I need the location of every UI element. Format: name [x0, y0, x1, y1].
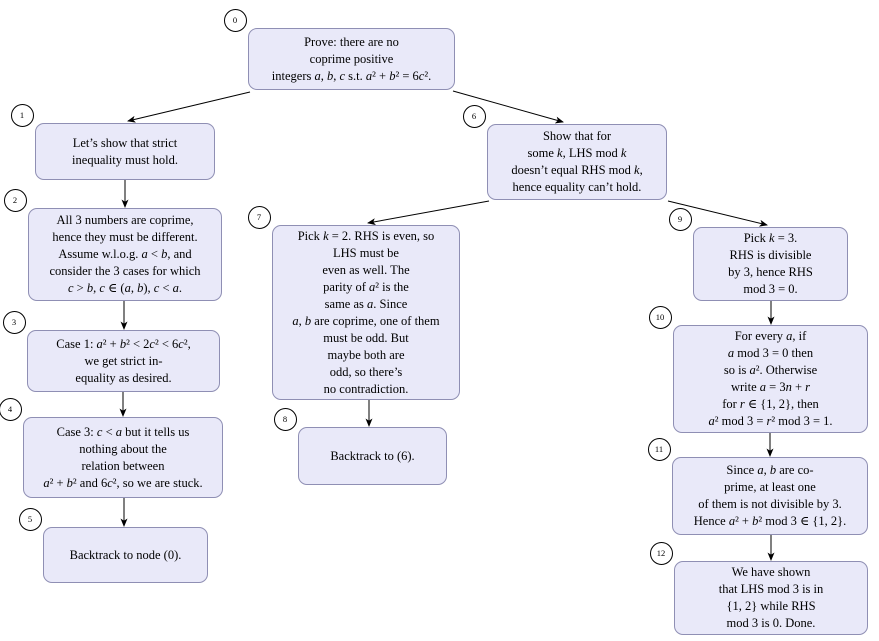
node-11-text-line: Hence a² + b² mod 3 ∈ {1, 2}. [693, 514, 847, 528]
node-7-text-line: LHS must be [333, 245, 399, 260]
node-badge-0: 0 [223, 8, 247, 32]
node-8-text-line: Backtrack to (6). [330, 448, 415, 463]
node-4-text-line: relation between [81, 458, 165, 473]
tree-node-4: Case 3: c < a but it tells us nothing abo… [23, 417, 223, 498]
tree-node-9: Pick k = 3. RHS is divisible by 3, hence R… [693, 227, 848, 301]
node-10-text-line: a mod 3 = 0 then [727, 346, 814, 360]
node-12-text-line: mod 3 is 0. Done. [726, 616, 816, 630]
node-7-text-line: maybe both are [327, 347, 405, 362]
tree-node-5: Backtrack to node (0). [43, 527, 208, 583]
node-6-text-line: Show that for [542, 129, 612, 143]
node-badge-10: 10 [648, 305, 672, 329]
node-badge-8: 8 [273, 407, 297, 431]
node-badge-11: 11 [647, 437, 671, 461]
tree-node-11: Since a, b are co-prime, at least one of … [672, 457, 868, 535]
node-5-text-line: Backtrack to node (0). [69, 547, 182, 562]
node-badge-2: 2 [3, 188, 27, 212]
node-9-text-line: RHS is divisible [729, 248, 812, 262]
node-10-text-line: for r ∈ {1, 2}, then [722, 397, 819, 411]
node-2-text-line: All 3 numbers are coprime, [56, 213, 194, 227]
node-badge-12: 12 [649, 541, 673, 565]
tree-node-10: For every a, if a mod 3 = 0 then so is a².… [673, 325, 868, 433]
node-12-text-line: We have shown [731, 565, 811, 579]
node-3-text-line: equality as desired. [75, 370, 172, 385]
node-10-text-line: a² mod 3 = r² mod 3 = 1. [708, 414, 833, 428]
edge-6-7 [367, 200, 490, 226]
node-7-text-line: same as a. Since [324, 296, 408, 311]
node-10-text-line: For every a, if [734, 329, 807, 343]
node-0-text-line: coprime positive [309, 51, 394, 66]
node-4-text-line: Case 3: c < a but it tells us [56, 424, 190, 439]
tree-node-0: Prove: there are no coprime positive integ… [248, 28, 455, 90]
edge-0-1 [127, 91, 251, 123]
node-2-text-line: hence they must be different. [52, 230, 198, 244]
node-12-text-line: that LHS mod 3 is in [718, 582, 824, 596]
tree-node-3: Case 1: a² + b² < 2c² < 6c², we get stric… [27, 330, 220, 392]
node-7-text-line: a, b are coprime, one of them [292, 313, 440, 328]
node-6-text-line: some k, LHS mod k [527, 146, 627, 160]
node-badge-3: 3 [2, 310, 26, 334]
tree-node-12: We have shown that LHS mod 3 is in {1, 2} … [674, 561, 868, 635]
tree-node-7: Pick k = 2. RHS is even, so LHS must be ev… [272, 225, 460, 400]
node-3-text-line: we get strict in- [84, 353, 163, 368]
node-2-text-line: Assume w.l.o.g. a < b, and [58, 247, 192, 261]
node-7-text-line: parity of a² is the [323, 279, 409, 294]
tree-node-6: Show that for some k, LHS mod k doesn’t eq… [487, 124, 667, 200]
node-9-text-line: by 3, hence RHS [728, 265, 813, 279]
node-7-text-line: even as well. The [322, 262, 410, 277]
node-1-text-line: Let’s show that strict [72, 135, 178, 150]
node-0-text-line: integers a, b, c s.t. a² + b² = 6c². [271, 68, 432, 83]
node-11-text-line: Since a, b are co- [726, 463, 814, 477]
tree-node-8: Backtrack to (6). [298, 427, 447, 485]
node-4-text-line: a² + b² and 6c², so we are stuck. [43, 475, 203, 490]
node-badge-9: 9 [668, 207, 692, 231]
node-7-text-line: Pick k = 2. RHS is even, so [297, 228, 435, 243]
node-11-text-line: of them is not divisible by 3. [698, 497, 842, 511]
node-badge-4: 4 [0, 397, 22, 421]
node-9-text-line: Pick k = 3. [743, 231, 798, 245]
node-badge-7: 7 [247, 205, 271, 229]
node-badge-5: 5 [18, 507, 42, 531]
node-12-text-line: {1, 2} while RHS [726, 599, 816, 613]
tree-node-1: Let’s show that strict inequality must ho… [35, 123, 215, 180]
node-7-text-line: must be odd. But [323, 330, 409, 345]
node-3-text-line: Case 1: a² + b² < 2c² < 6c², [56, 336, 191, 351]
node-11-text-line: prime, at least one [724, 480, 816, 494]
node-7-text-line: odd, so there’s [329, 364, 403, 379]
node-badge-1: 1 [10, 103, 34, 127]
node-1-text-line: inequality must hold. [72, 152, 178, 167]
node-2-text-line: consider the 3 cases for which [49, 264, 201, 278]
node-badge-6: 6 [462, 104, 486, 128]
tree-node-2: All 3 numbers are coprime, hence they mus… [28, 208, 222, 301]
node-2-text-line: c > b, c ∈ (a, b), c < a. [67, 281, 183, 295]
node-0-text-line: Prove: there are no [304, 34, 399, 49]
node-6-text-line: doesn’t equal RHS mod k, [511, 163, 643, 177]
node-6-text-line: hence equality can’t hold. [512, 180, 642, 194]
node-7-text-line: no contradiction. [323, 381, 409, 396]
node-4-text-line: nothing about the [79, 441, 167, 456]
node-10-text-line: so is a². Otherwise [723, 363, 818, 377]
node-10-text-line: write a = 3n + r [730, 380, 811, 394]
node-9-text-line: mod 3 = 0. [743, 282, 798, 296]
